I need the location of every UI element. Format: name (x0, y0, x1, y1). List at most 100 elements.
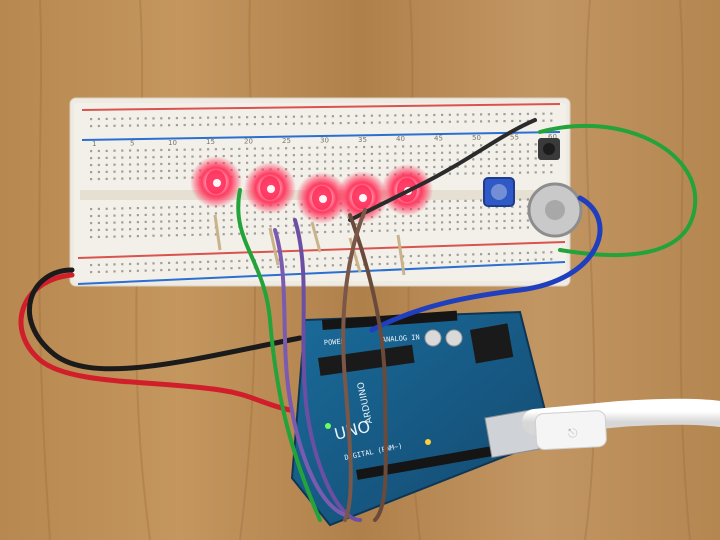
breadboard-hole (105, 124, 108, 127)
breadboard-hole (347, 223, 350, 226)
green-wire (538, 123, 698, 258)
breadboard-hole (183, 268, 186, 271)
breadboard-hole (144, 220, 147, 223)
breadboard-hole (160, 213, 163, 216)
breadboard-hole (105, 228, 108, 231)
breadboard-hole (121, 235, 124, 238)
breadboard-hole (550, 258, 553, 261)
breadboard-hole (144, 117, 147, 120)
breadboard-hole (448, 200, 451, 203)
breadboard-hole (347, 121, 350, 125)
breadboard-hole (144, 170, 147, 173)
breadboard-hole (526, 143, 529, 146)
breadboard-hole (136, 163, 139, 166)
breadboard-hole (363, 114, 366, 117)
breadboard-hole (300, 224, 303, 227)
breadboard-hole (175, 213, 178, 216)
breadboard-hole (97, 163, 100, 167)
breadboard-hole (386, 229, 389, 232)
breadboard-hole (144, 234, 147, 237)
breadboard-hole (183, 261, 186, 264)
breadboard-hole (269, 115, 272, 118)
breadboard-hole (121, 214, 124, 217)
breadboard-hole (355, 153, 358, 156)
breadboard-hole (285, 217, 288, 220)
breadboard-hole (339, 167, 342, 170)
breadboard-hole (425, 145, 428, 148)
breadboard-hole (503, 120, 506, 123)
breadboard-hole (511, 150, 514, 153)
breadboard-hole (526, 251, 529, 254)
breadboard-hole (105, 214, 108, 217)
brown-wire (348, 213, 388, 522)
breadboard-hole (480, 213, 483, 216)
breadboard-hole (277, 217, 280, 221)
breadboard-hole (417, 228, 420, 231)
breadboard-hole (136, 228, 139, 231)
breadboard-hole (425, 228, 428, 231)
breadboard-hole (456, 158, 459, 161)
breadboard-hole (308, 167, 311, 170)
breadboard-hole (487, 172, 490, 175)
breadboard-hole (386, 222, 389, 225)
breadboard-hole (433, 261, 436, 264)
breadboard-hole (97, 177, 100, 181)
breadboard-hole (480, 172, 483, 175)
breadboard-hole (168, 268, 171, 271)
breadboard-hole (90, 157, 93, 160)
breadboard-hole (331, 160, 334, 163)
breadboard-hole (402, 159, 405, 162)
breadboard-hole (152, 213, 155, 216)
breadboard-hole (324, 115, 327, 118)
breadboard-hole (511, 164, 514, 167)
breadboard-hole (144, 227, 147, 230)
led-1-core (213, 179, 221, 187)
breadboard-hole (269, 122, 272, 125)
breadboard-hole (230, 147, 233, 151)
breadboard-hole (487, 113, 490, 116)
breadboard-hole (222, 116, 225, 119)
breadboard-hole (191, 226, 194, 229)
breadboard-hole (339, 115, 342, 118)
breadboard-hole (378, 166, 381, 169)
breadboard-hole (90, 215, 93, 218)
breadboard-hole (253, 123, 256, 126)
breadboard-hole (448, 144, 451, 147)
breadboard-hole (417, 145, 420, 148)
breadboard-hole (222, 233, 225, 236)
breadboard-hole (448, 207, 451, 210)
breadboard-hole (292, 168, 295, 171)
breadboard-hole (409, 262, 412, 265)
breadboard-hole (105, 221, 108, 224)
breadboard-hole (113, 163, 116, 166)
breadboard-hole (363, 145, 366, 149)
breadboard-hole (300, 217, 303, 220)
breadboard-hole (487, 259, 490, 263)
breadboard-hole (472, 144, 475, 147)
breadboard-hole (511, 157, 514, 160)
breadboard-hole (526, 258, 529, 261)
breadboard-hole (214, 260, 217, 263)
breadboard-hole (480, 206, 483, 209)
breadboard-hole (511, 226, 514, 229)
breadboard-hole (394, 152, 397, 155)
breadboard-hole (441, 228, 444, 231)
breadboard-hole (168, 261, 171, 264)
breadboard-hole (495, 252, 498, 255)
breadboard-hole (511, 171, 514, 174)
breadboard-hole (503, 219, 506, 223)
bottom-red-rail-line (77, 241, 566, 259)
breadboard-hole (378, 215, 381, 218)
breadboard-hole (238, 123, 241, 126)
breadboard-hole (285, 161, 288, 164)
breadboard-hole (292, 203, 295, 206)
breadboard-hole (526, 157, 529, 160)
breadboard-hole (378, 121, 381, 124)
breadboard-hole (331, 153, 334, 156)
breadboard-hole (480, 165, 483, 168)
breadboard-hole (433, 254, 436, 257)
breadboard-hole (113, 170, 116, 173)
breadboard-hole (222, 123, 225, 126)
